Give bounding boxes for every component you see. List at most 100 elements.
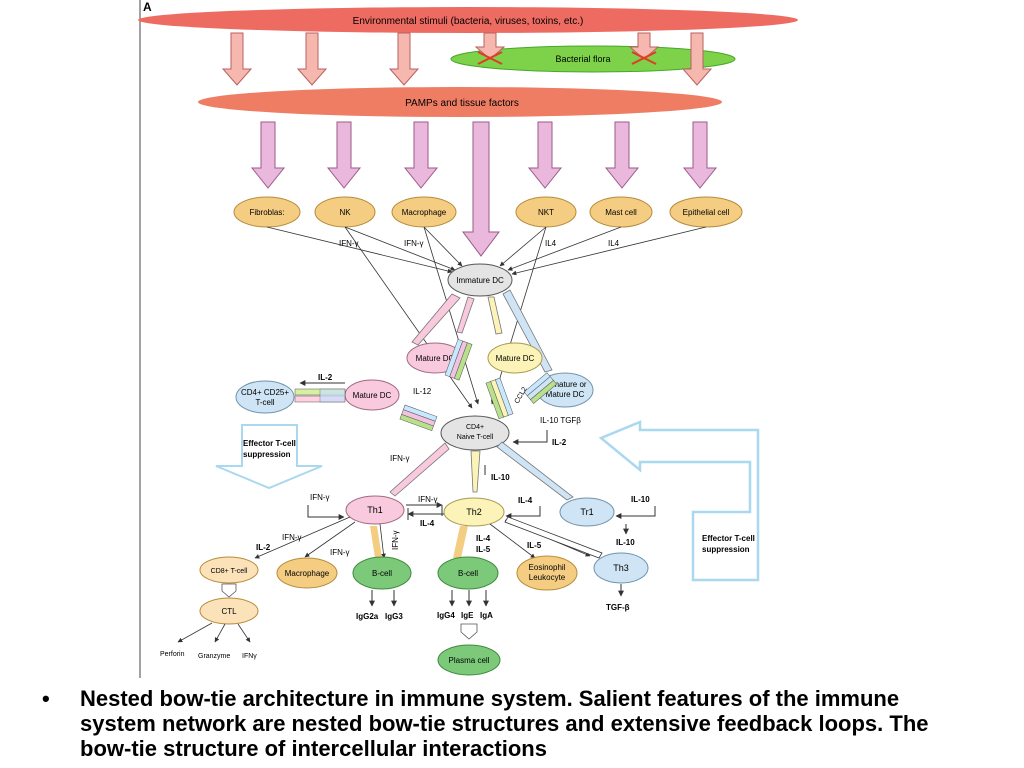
effector-left-label-1: Effector T-cell xyxy=(243,439,296,448)
immune-bowtie-diagram: A Environmental stimuli (bacteria, virus… xyxy=(138,0,798,678)
tr1-cell xyxy=(559,497,615,527)
il2-cd8-label: IL-2 xyxy=(256,543,271,552)
il4-label-1: IL4 xyxy=(545,239,557,248)
th2-th3-wedge xyxy=(504,516,603,559)
il10-loop-tr1 xyxy=(615,506,656,519)
panel-label: A xyxy=(143,0,152,14)
bcell-th1 xyxy=(352,556,412,590)
effector-right-label-2: suppression xyxy=(702,545,750,554)
ifng-label-1: IFN-γ xyxy=(339,239,359,248)
effector-suppression-left-arrow xyxy=(215,424,323,490)
cd8-label: CD8+ T-cell xyxy=(211,568,248,575)
stimulus-arrow xyxy=(628,32,660,60)
il10-tr1-in-label: IL-10 xyxy=(631,495,650,504)
ctl-output-arrows xyxy=(177,622,251,643)
plasma-cell xyxy=(437,644,501,676)
il4-label-2: IL4 xyxy=(608,239,620,248)
effector-suppression-right-arrow xyxy=(598,420,760,582)
th1-label: Th1 xyxy=(367,505,383,515)
eosinophil-label-1: Eosinophil xyxy=(529,563,566,572)
bcell-th2-label: B-cell xyxy=(458,569,478,578)
bacterial-flora-band xyxy=(450,45,736,73)
pamps-label: PAMPs and tissue factors xyxy=(405,98,519,109)
th1-bcell-wedge xyxy=(370,526,382,558)
pamps-band xyxy=(198,87,722,117)
antibody-arrows xyxy=(369,590,489,607)
treg-label-1: CD4+ CD25+ xyxy=(241,388,289,397)
caption-text: Nested bow-tie architecture in immune sy… xyxy=(80,686,929,761)
effector-left-label-2: suppression xyxy=(243,450,291,459)
ifng-cd8-label: IFN-γ xyxy=(282,533,302,542)
environmental-stimuli-band xyxy=(138,7,798,33)
naive-label-1: CD4+ xyxy=(466,424,484,431)
mature-dc-left-label: Mature DC xyxy=(416,354,455,363)
ctl-cell xyxy=(199,597,259,625)
il4-il5-label-2: IL-5 xyxy=(476,545,491,554)
pamps-arrows xyxy=(250,121,718,257)
igg4-label: IgG4 xyxy=(437,611,455,620)
th2-bcell-wedge xyxy=(453,526,468,558)
epithelial-cell-label: Epithelial cell xyxy=(683,208,730,217)
il2-label-right: IL-2 xyxy=(552,438,567,447)
immature-dc-cell xyxy=(447,263,513,297)
bcell-th1-label: B-cell xyxy=(372,569,392,578)
il4-th2-in-label: IL-4 xyxy=(518,496,533,505)
th3-label: Th3 xyxy=(613,563,629,573)
il10-tgfb-label: IL-10 TGFβ xyxy=(540,416,581,425)
nkt-label: NKT xyxy=(538,208,554,217)
bcell-plasma-arrow xyxy=(460,623,478,640)
ctl-label: CTL xyxy=(221,607,237,616)
macrophage-bottom-label: Macrophage xyxy=(285,569,330,578)
ifng-th1-in-label: IFN-γ xyxy=(310,493,330,502)
il10-mid-label: IL-10 xyxy=(491,473,510,482)
igg2a-label: IgG2a xyxy=(356,612,379,621)
stimulus-arrow xyxy=(296,32,328,86)
ifng-vertical-label: IFN-γ xyxy=(391,530,400,550)
cd8-t-cell xyxy=(199,556,259,584)
th2-cell xyxy=(443,497,505,527)
il4-loop-th2 xyxy=(505,506,541,519)
igg3-label: IgG3 xyxy=(385,612,403,621)
ifng-naive-label: IFN-γ xyxy=(390,454,410,463)
th3-cell xyxy=(593,552,649,584)
stimulus-arrow xyxy=(388,32,420,86)
immature-or-mature-dc-label-1: Immature or xyxy=(543,380,586,389)
mast-cell-label: Mast cell xyxy=(605,208,637,217)
naive-label-2: Naive T-cell xyxy=(457,434,494,441)
th1-cell xyxy=(345,495,405,525)
blocked-marks xyxy=(477,51,657,65)
il2-loop-arrow xyxy=(512,430,548,445)
mature-dc-right-label: Mature DC xyxy=(496,354,535,363)
environmental-stimuli-label: Environmental stimuli (bacteria, viruses… xyxy=(353,16,584,27)
plasma-cell-label: Plasma cell xyxy=(449,656,490,665)
immature-dc-label: Immature DC xyxy=(456,276,504,285)
cytokine-arrows-top xyxy=(266,226,707,409)
ifng-label-2: IFN-γ xyxy=(404,239,424,248)
il4-il5-label-1: IL-4 xyxy=(476,534,491,543)
nk-label: NK xyxy=(339,208,351,217)
bcell-th2 xyxy=(437,556,499,590)
tgfb-label: TGF-β xyxy=(606,603,630,612)
il12-label: IL-12 xyxy=(413,387,432,396)
il4-th2-th1-label: IL-4 xyxy=(420,519,435,528)
perforin-label: Perforin xyxy=(160,651,185,658)
th2-output-arrows xyxy=(489,519,591,559)
ifng-loop-th1 xyxy=(307,505,345,520)
stimulus-arrow xyxy=(474,32,506,60)
immature-or-mature-dc-label-2: Mature DC xyxy=(546,390,585,399)
mature-dc-mid-label: Mature DC xyxy=(353,391,392,400)
tr1-label: Tr1 xyxy=(580,507,593,517)
environment-arrows xyxy=(221,32,713,86)
polarization-wedges xyxy=(389,441,574,501)
ifng-mac-label: IFN-γ xyxy=(330,548,350,557)
stimulus-arrow xyxy=(221,32,253,86)
naive-t-cell xyxy=(440,415,510,451)
ifng-th1-th2-label: IFN-γ xyxy=(418,495,438,504)
macrophage-label: Macrophage xyxy=(402,208,447,217)
macrophage-bottom-cell xyxy=(276,557,338,589)
th1-output-arrows xyxy=(254,516,386,559)
il2-label-top: IL-2 xyxy=(318,373,333,382)
treg-label-2: T-cell xyxy=(255,398,274,407)
effector-right-label-1: Effector T-cell xyxy=(702,534,755,543)
cd8-ctl-arrow xyxy=(221,583,237,598)
